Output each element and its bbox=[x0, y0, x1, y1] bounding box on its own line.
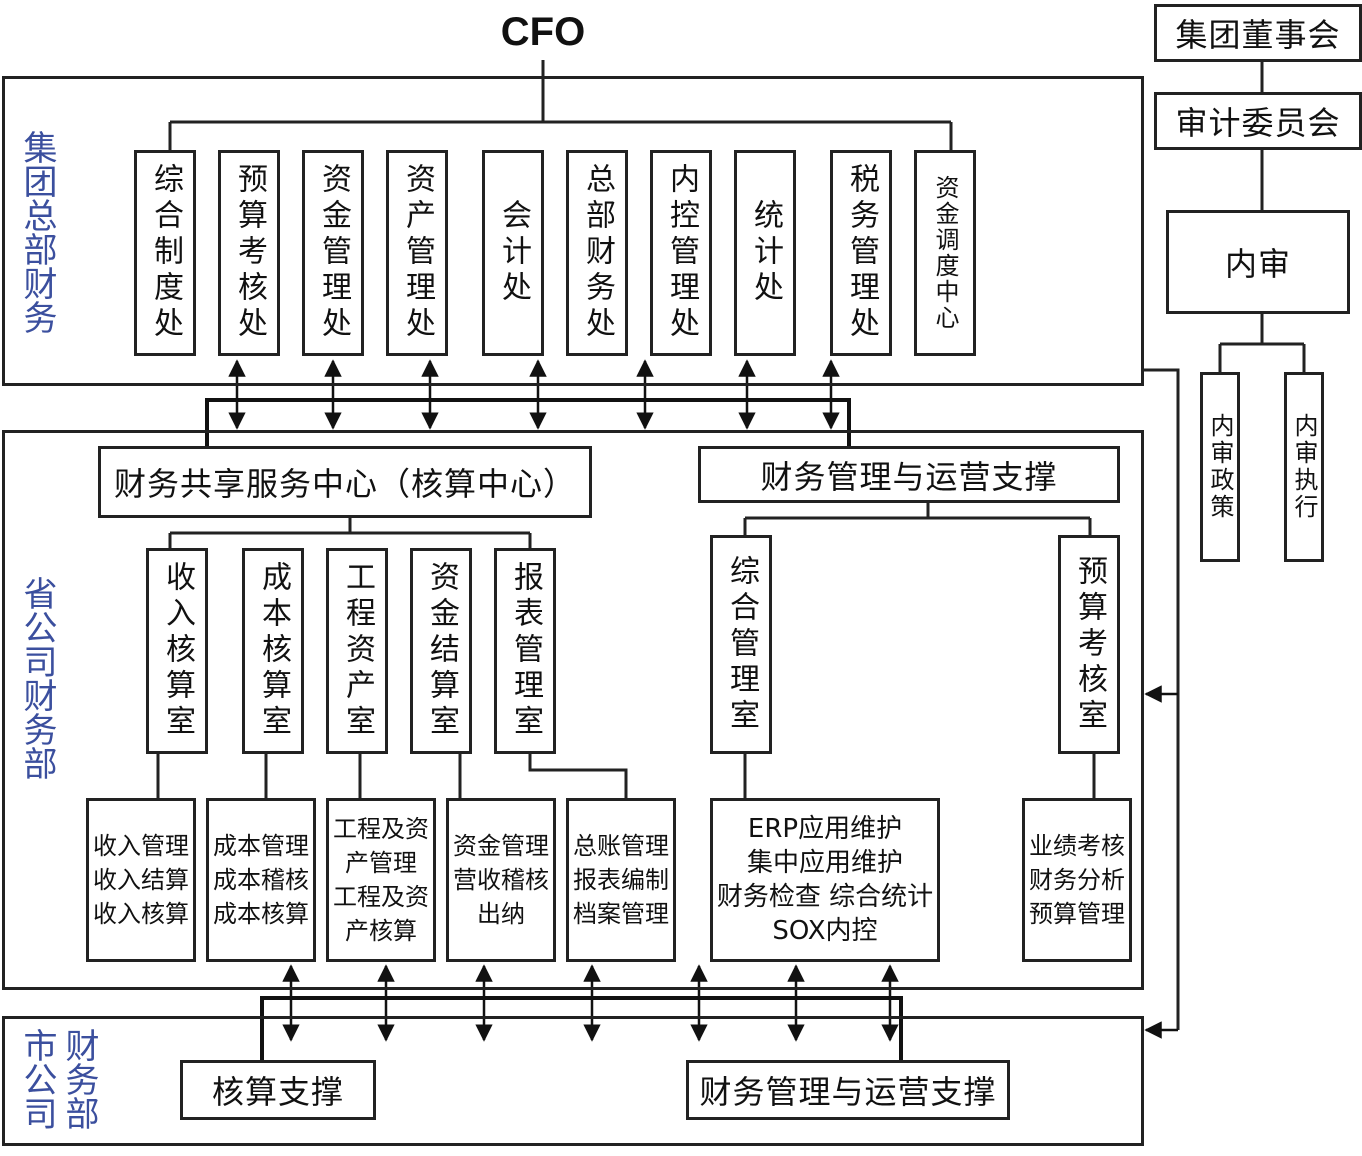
city-finance-section bbox=[2, 1016, 1144, 1146]
cfo-title: CFO bbox=[500, 10, 586, 54]
city-finance-label-col2: 财务部 bbox=[59, 1028, 99, 1130]
ops-duty-box: 业绩考核 财务分析 预算管理 bbox=[1022, 798, 1132, 962]
accounting-room-box: 成本核算室 bbox=[242, 548, 304, 754]
duty-box: 资金管理 营收稽核 出纳 bbox=[446, 798, 556, 962]
shared-service-center-box: 财务共享服务中心（核算中心） bbox=[98, 446, 592, 518]
hq-dept-box: 税务管理处 bbox=[830, 150, 892, 356]
hq-dept-box: 资金调度中心 bbox=[914, 150, 976, 356]
duty-box: 工程及资 产管理 工程及资 产核算 bbox=[326, 798, 436, 962]
accounting-room-box: 收入核算室 bbox=[146, 548, 208, 754]
board-of-directors-box: 集团董事会 bbox=[1154, 4, 1362, 62]
finance-ops-support-box: 财务管理与运营支撑 bbox=[698, 446, 1120, 503]
ops-room-box: 预算考核室 bbox=[1058, 535, 1120, 754]
hq-dept-box: 资产管理处 bbox=[386, 150, 448, 356]
accounting-room-box: 工程资产室 bbox=[326, 548, 388, 754]
hq-dept-box: 统计处 bbox=[734, 150, 796, 356]
hq-finance-section bbox=[2, 76, 1144, 386]
city-finance-label-col1: 市公司 bbox=[17, 1028, 57, 1130]
province-finance-section bbox=[2, 430, 1144, 990]
hq-finance-label: 集团总部财务 bbox=[17, 130, 57, 334]
hq-dept-box: 总部财务处 bbox=[566, 150, 628, 356]
ops-duty-box: ERP应用维护 集中应用维护 财务检查 综合统计 SOX内控 bbox=[710, 798, 940, 962]
province-finance-label: 省公司财务部 bbox=[17, 576, 57, 780]
accounting-support-box: 核算支撑 bbox=[180, 1060, 376, 1120]
hq-dept-box: 综合制度处 bbox=[134, 150, 196, 356]
audit-committee-box: 审计委员会 bbox=[1154, 92, 1362, 150]
duty-box: 总账管理 报表编制 档案管理 bbox=[566, 798, 676, 962]
hq-dept-box: 内控管理处 bbox=[650, 150, 712, 356]
internal-audit-box: 内审 bbox=[1166, 210, 1350, 314]
accounting-room-box: 报表管理室 bbox=[494, 548, 556, 754]
duty-box: 收入管理 收入结算 收入核算 bbox=[86, 798, 196, 962]
hq-dept-box: 会计处 bbox=[482, 150, 544, 356]
hq-dept-box: 预算考核处 bbox=[218, 150, 280, 356]
audit-policy-box: 内审政策 bbox=[1200, 372, 1240, 562]
city-ops-support-box: 财务管理与运营支撑 bbox=[686, 1060, 1010, 1120]
ops-room-box: 综合管理室 bbox=[710, 535, 772, 754]
audit-execution-box: 内审执行 bbox=[1284, 372, 1324, 562]
duty-box: 成本管理 成本稽核 成本核算 bbox=[206, 798, 316, 962]
accounting-room-box: 资金结算室 bbox=[410, 548, 472, 754]
hq-dept-box: 资金管理处 bbox=[302, 150, 364, 356]
